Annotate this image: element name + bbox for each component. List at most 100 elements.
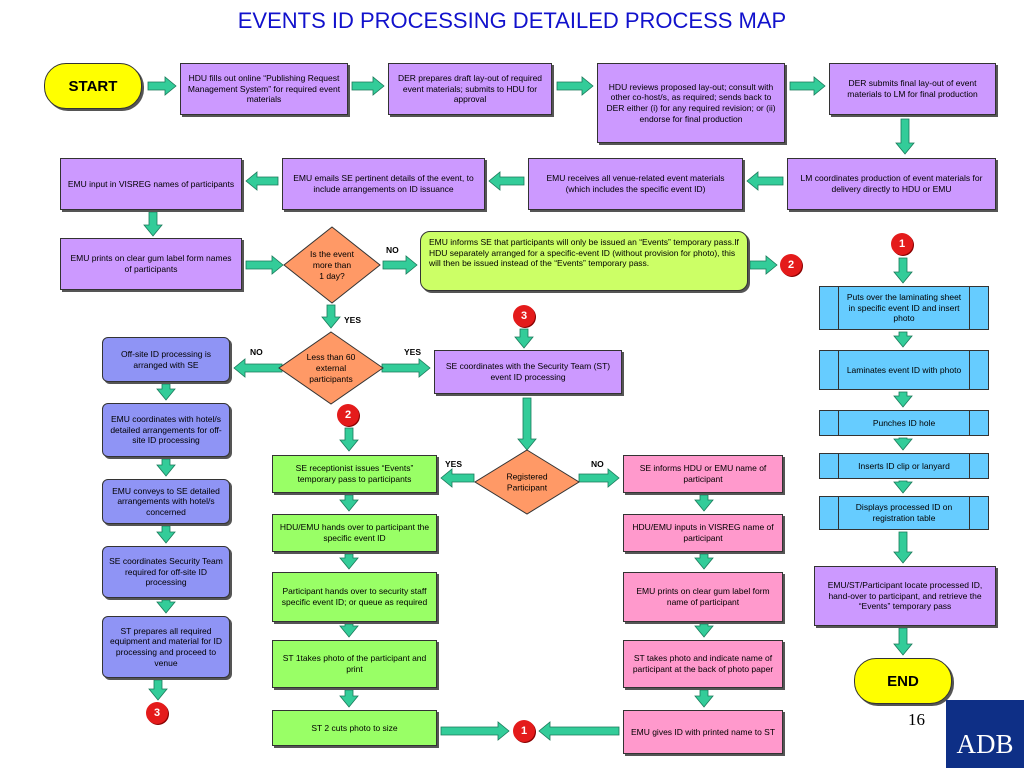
step-punches-hole: Punches ID hole — [838, 410, 970, 436]
arrow-emu-emails-to-emu-input — [245, 171, 279, 191]
step-emu-coordinates-hotel: EMU coordinates with hotel/s detailed ar… — [102, 403, 230, 457]
step-se-coordinates-security: SE coordinates Security Team required fo… — [102, 546, 230, 598]
note-emu-informs-se: EMU informs SE that participants will on… — [420, 231, 748, 291]
decision-more-than-one-day-label-line: Is the event — [310, 249, 355, 259]
arrow-se-coordinates-to-st-prepares — [156, 599, 176, 614]
note-line-2: If HDU separately arranged for a specifi… — [429, 237, 739, 269]
label-no-less-than-60: NO — [250, 347, 263, 357]
decision-less-than-60-label-line: external — [316, 363, 346, 373]
arrow-connector-1-to-puts-over — [893, 257, 913, 284]
step-emu-prints-gum-label: EMU prints on clear gum label form name … — [623, 572, 783, 622]
arrow-puts-over-to-laminates — [893, 331, 913, 348]
arrow-registered-no-to-se-informs — [578, 468, 620, 488]
arrow-st-takes-to-emu-gives — [694, 689, 714, 708]
step-laminates-id: Laminates event ID with photo — [838, 350, 970, 390]
step-hdu-reviews-layout: HDU reviews proposed lay-out; consult wi… — [597, 63, 785, 143]
arrow-lm-to-emu-receives — [746, 171, 784, 191]
arrow-emu-coordinates-to-conveys — [156, 458, 176, 477]
arrow-inputs-to-prints — [694, 553, 714, 570]
arrow-st1-to-st2 — [339, 689, 359, 708]
decision-less-than-60-shape — [278, 331, 384, 405]
decision-more-than-one-day-shape — [283, 226, 381, 304]
connector-3-bottom: 3 — [146, 702, 168, 724]
step-der-submits-final: DER submits final lay-out of event mater… — [829, 63, 996, 115]
step-hdu-fills-form: HDU fills out online “Publishing Request… — [180, 63, 348, 115]
sidebar-left-punches — [819, 410, 839, 436]
end-terminator: END — [854, 658, 952, 704]
step-displays-id: Displays processed ID on registration ta… — [838, 496, 970, 530]
arrow-punches-to-inserts — [893, 437, 913, 451]
step-st-takes-photo-name: ST takes photo and indicate name of part… — [623, 640, 783, 688]
step-offsite-processing: Off-site ID processing is arranged with … — [102, 337, 230, 382]
sidebar-left-displays — [819, 496, 839, 530]
adb-logo: ADB — [946, 700, 1024, 768]
sidebar-right-inserts — [969, 453, 989, 479]
arrow-registered-yes-to-receptionist — [440, 468, 475, 488]
step-hdu-emu-hands-over: HDU/EMU hands over to participant the sp… — [272, 514, 437, 552]
arrow-emu-receives-to-emu-emails — [488, 171, 525, 191]
start-terminator: START — [44, 63, 142, 109]
arrow-receptionist-to-hdu-hands — [339, 494, 359, 512]
sidebar-right-laminates — [969, 350, 989, 390]
step-st1-takes-photo: ST 1takes photo of the participant and p… — [272, 640, 437, 688]
arrow-laminates-to-punches — [893, 391, 913, 408]
step-se-receptionist-issues: SE receptionist issues “Events” temporar… — [272, 455, 437, 493]
label-yes-more-than-one-day: YES — [344, 315, 362, 325]
decision-more-than-one-day-label-line: 1 day? — [319, 271, 345, 281]
arrow-se-to-decision-registered — [517, 397, 537, 451]
step-lm-coordinates-production: LM coordinates production of event mater… — [787, 158, 996, 210]
label-yes-less-than-60: YES — [404, 347, 422, 357]
step-emu-prints-labels: EMU prints on clear gum label form names… — [60, 238, 242, 290]
decision-less-than-60-label-line: Less than 60 — [307, 352, 356, 362]
decision-registered-participant-label-line: Registered — [506, 472, 547, 482]
step-st2-cuts-photo: ST 2 cuts photo to size — [272, 710, 437, 746]
arrow-inserts-to-displays — [893, 480, 913, 494]
arrow-decision-60-no-to-offsite — [233, 358, 283, 378]
sidebar-left-inserts — [819, 453, 839, 479]
step-participant-hands-over: Participant hands over to security staff… — [272, 572, 437, 622]
step-se-coordinates-st: SE coordinates with the Security Team (S… — [434, 350, 622, 394]
step-der-prepares-layout: DER prepares draft lay-out of required e… — [388, 63, 552, 115]
page-title: EVENTS ID PROCESSING DETAILED PROCESS MA… — [237, 8, 787, 33]
sidebar-right-displays — [969, 496, 989, 530]
arrow-emu-prints-to-decision-day — [245, 255, 284, 275]
step-inserts-clip: Inserts ID clip or lanyard — [838, 453, 970, 479]
arrow-connector-2-to-receptionist — [339, 427, 359, 452]
decision-registered-participant-label-line: Participant — [507, 483, 548, 493]
step-emu-emails-se: EMU emails SE pertinent details of the e… — [282, 158, 485, 210]
note-line-1: EMU informs SE that participants will on… — [429, 237, 735, 247]
arrow-note-to-connector-2 — [749, 255, 778, 275]
arrow-connector-3-to-se — [514, 328, 534, 349]
step-emu-input-visreg: EMU input in VISREG names of participant… — [60, 158, 242, 210]
arrow-prints-to-st-takes — [694, 623, 714, 638]
sidebar-right-puts-over — [969, 286, 989, 330]
arrow-displays-to-locate — [893, 531, 913, 564]
arrow-der-submits-to-lm — [895, 118, 915, 155]
arrow-st-prepares-to-connector-3 — [148, 679, 168, 701]
arrow-offsite-to-emu-coordinates — [156, 383, 176, 401]
arrow-decision-day-yes-to-decision-60 — [321, 304, 341, 329]
sidebar-right-punches — [969, 410, 989, 436]
step-puts-over-laminating: Puts over the laminating sheet in specif… — [838, 286, 970, 330]
decision-less-than-60-label-line: participants — [309, 374, 352, 384]
step-se-informs-hdu-emu: SE informs HDU or EMU name of participan… — [623, 455, 783, 493]
step-st-prepares-equipment: ST prepares all required equipment and m… — [102, 616, 230, 678]
arrow-hdu-reviews-to-der-submits — [789, 76, 826, 96]
arrow-start-to-hdu-fills — [147, 76, 177, 96]
arrow-hdu-hands-to-participant — [339, 553, 359, 570]
connector-2-left: 2 — [337, 404, 359, 426]
arrow-st2-to-connector-1 — [440, 721, 510, 741]
arrow-decision-day-no-to-note — [382, 255, 418, 275]
step-hdu-emu-inputs-visreg: HDU/EMU inputs in VISREG name of partici… — [623, 514, 783, 552]
arrow-decision-60-yes-to-se — [381, 358, 431, 378]
arrow-se-informs-to-inputs — [694, 494, 714, 512]
step-emu-receives-materials: EMU receives all venue-related event mat… — [528, 158, 743, 210]
step-emu-gives-id: EMU gives ID with printed name to ST — [623, 710, 783, 754]
arrow-participant-to-st1 — [339, 623, 359, 638]
label-no-registered: NO — [591, 459, 604, 469]
arrow-locate-to-end — [893, 627, 913, 656]
